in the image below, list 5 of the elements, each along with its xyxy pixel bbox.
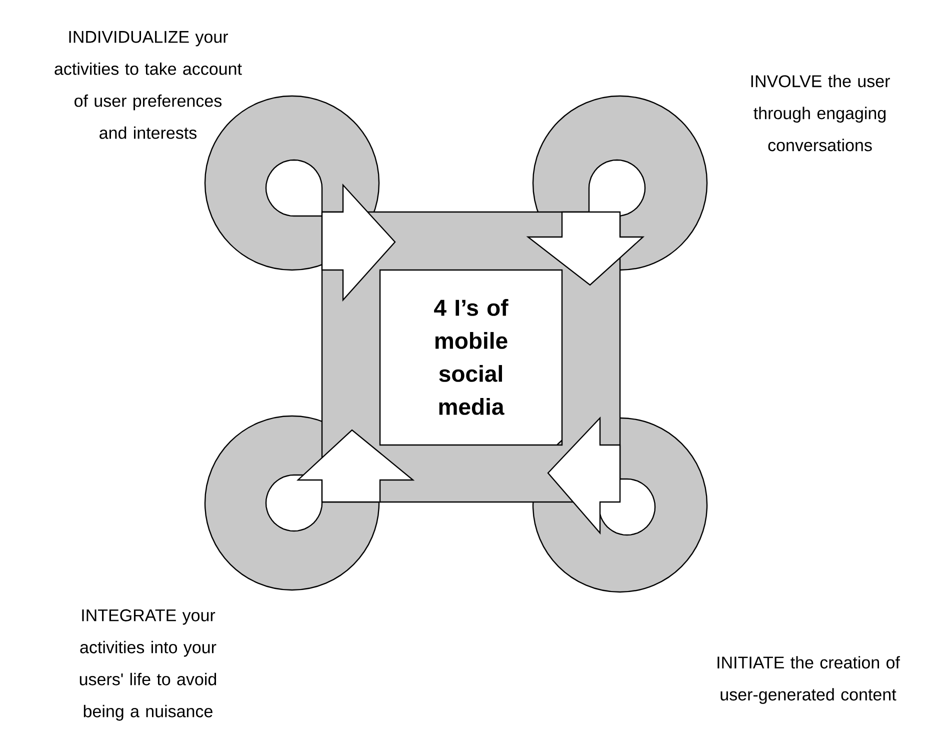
annotation-text: INVOLVE the user through engaging conversations <box>751 74 890 152</box>
annotation-text: INDIVIDUALIZE your activities to take account of user preferences and interests <box>54 31 242 139</box>
annotation-text: INTEGRATE your activities into your users' life to avoid being a nuisance <box>80 609 216 721</box>
annotation-text: INITIATE the creation of user-generated content <box>718 656 900 704</box>
center-label: 4 I’s of mobile social media <box>434 299 508 415</box>
